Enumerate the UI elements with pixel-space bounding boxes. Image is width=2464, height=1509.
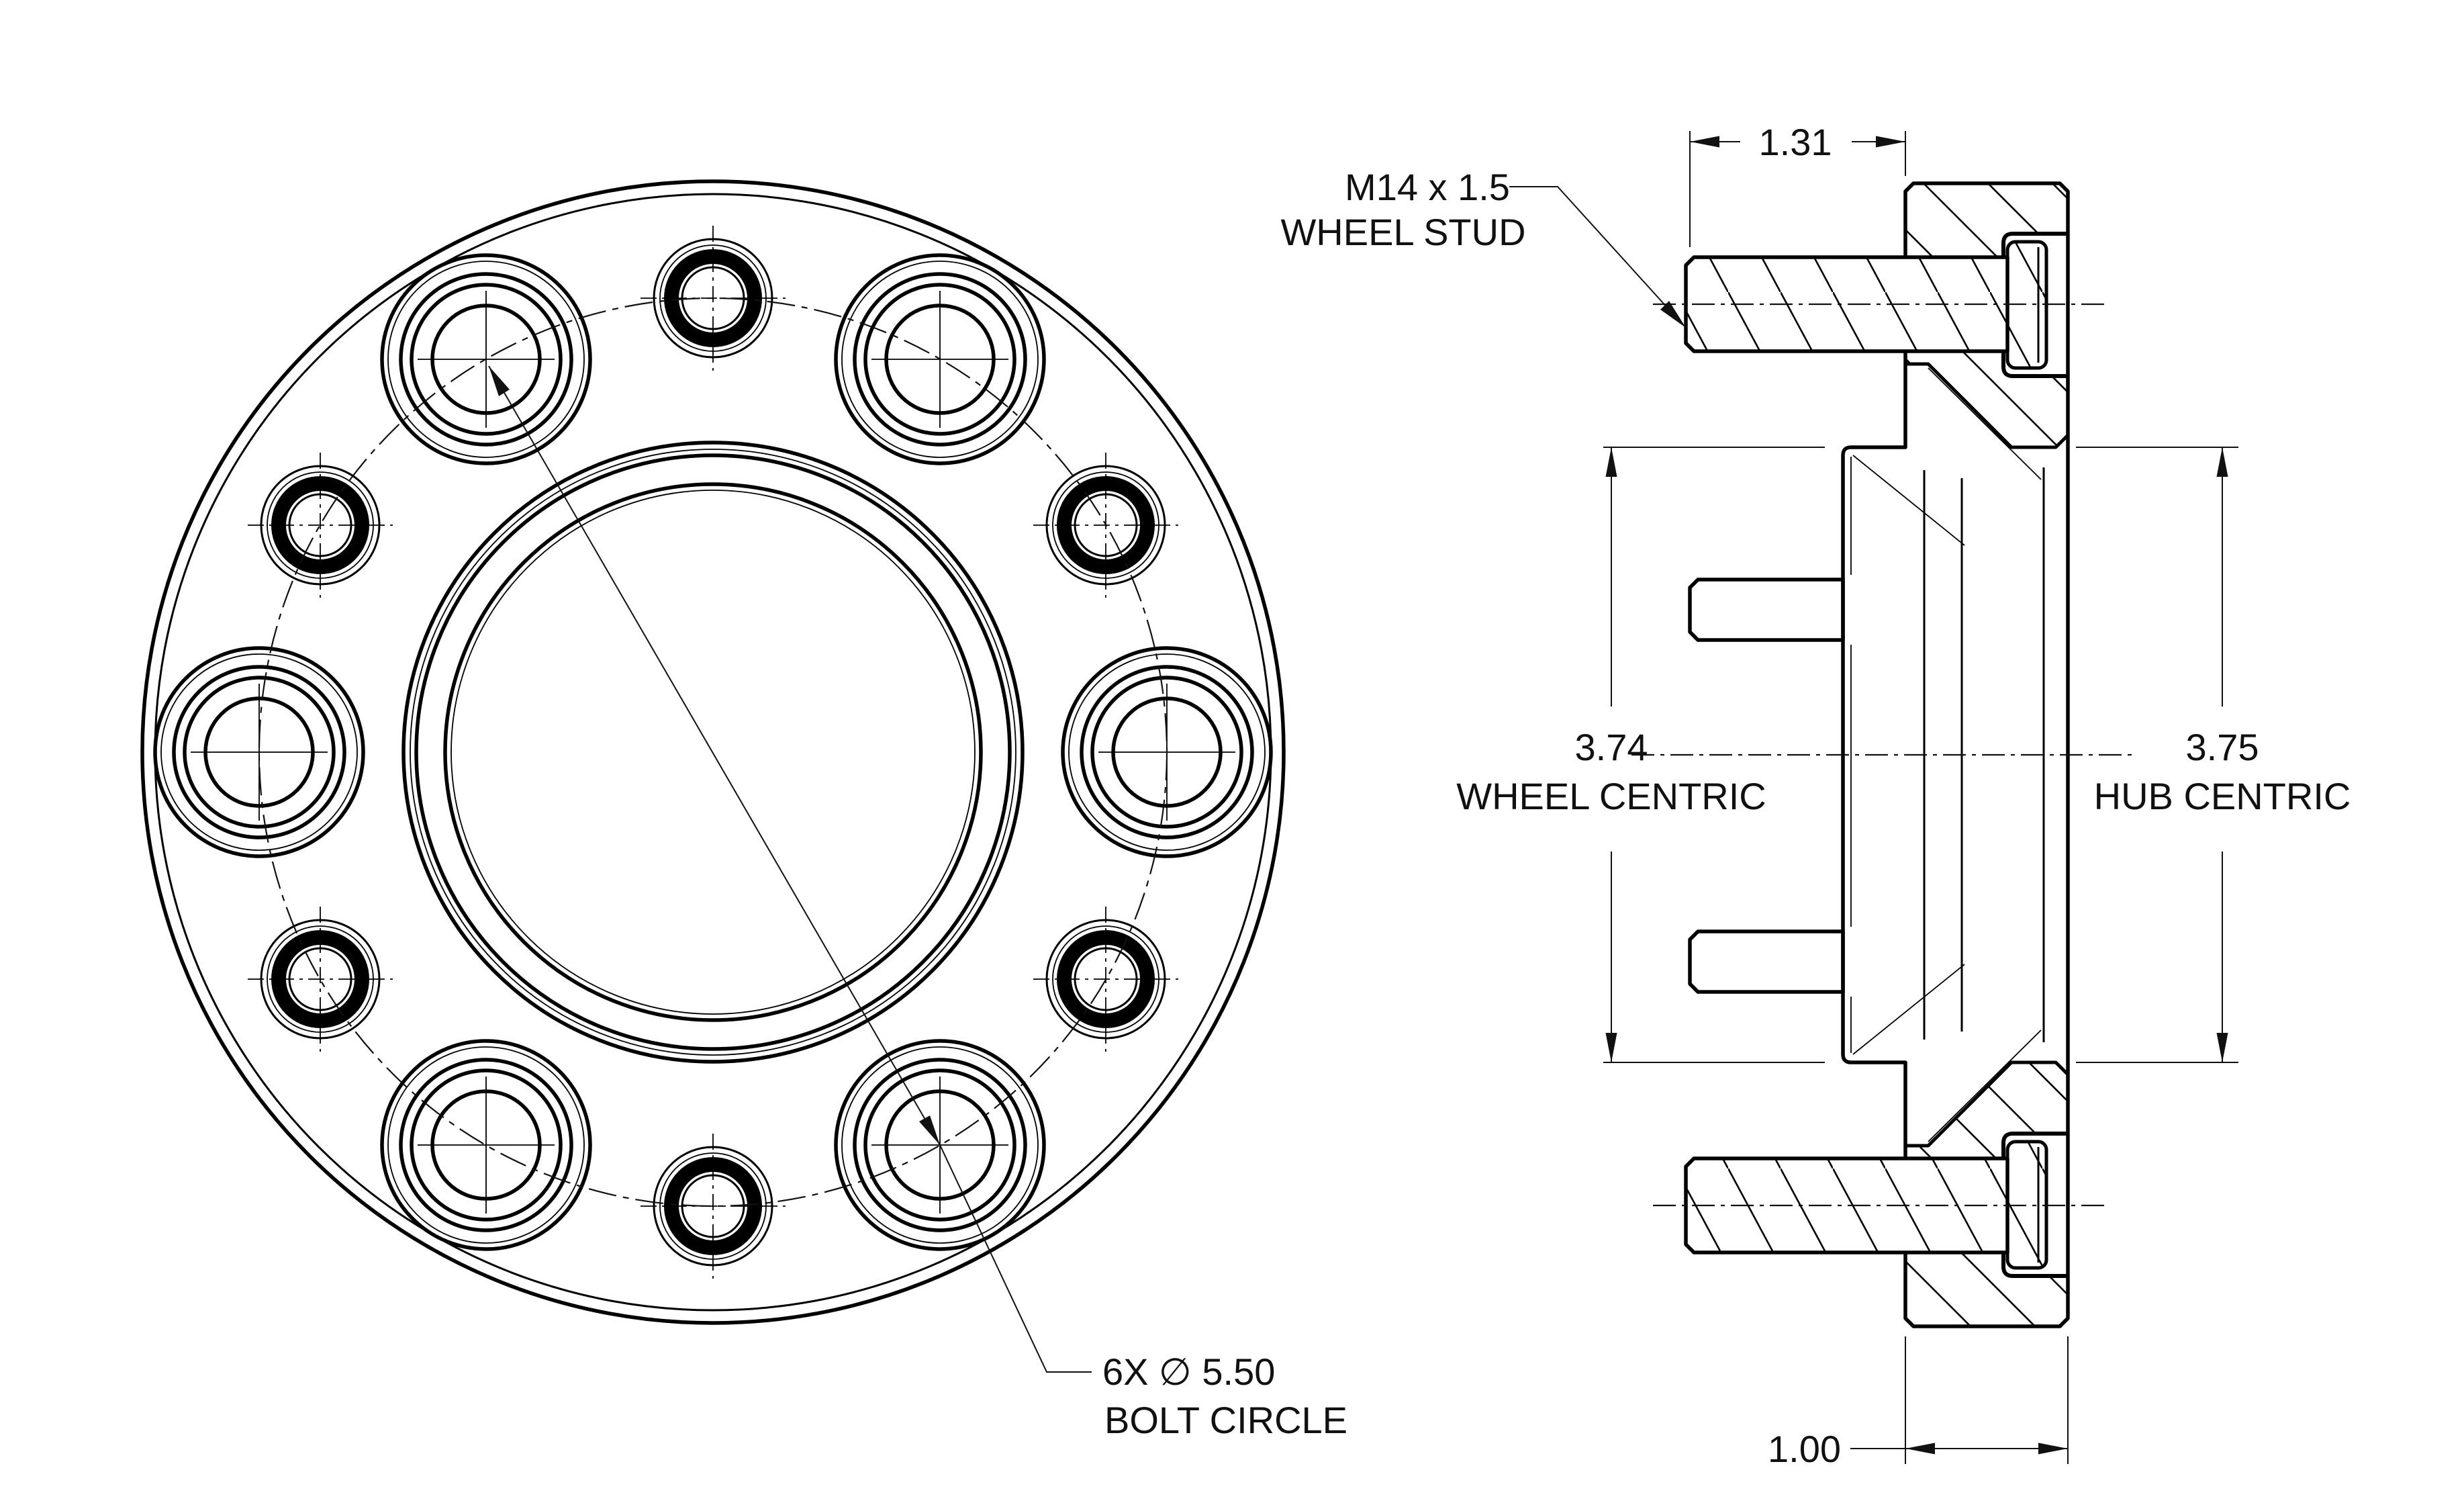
- stud-holes: [248, 226, 1178, 1279]
- bolt-circle-centerline: [258, 297, 1168, 1207]
- hub-centric-value: 3.75: [2186, 726, 2259, 768]
- stud-hole: [641, 226, 786, 371]
- plate-outline: [1841, 181, 2070, 1328]
- lug-hole: [380, 1039, 592, 1251]
- dimension-wheel-centric: 3.74 WHEEL CENTRIC: [1456, 447, 1825, 1063]
- outer-rim-circle: [140, 179, 1286, 1325]
- wheel-stud-bottom: [1684, 1156, 2009, 1254]
- stud-head-top: [2005, 240, 2048, 370]
- stud-head-bottom: [2005, 1140, 2048, 1270]
- bolt-circle-label-text: BOLT CIRCLE: [1104, 1399, 1347, 1441]
- dimension-protrusion: 1.31: [1689, 121, 1906, 247]
- center-bore: [401, 441, 1025, 1064]
- front-view: 6X ∅ 5.50 BOLT CIRCLE: [140, 179, 1347, 1441]
- stud-hole: [1033, 907, 1178, 1052]
- wheel-centric-label: WHEEL CENTRIC: [1456, 775, 1766, 817]
- stud-callout: M14 x 1.5 WHEEL STUD: [1280, 166, 1686, 328]
- dim-protrusion-value: 1.31: [1759, 121, 1832, 163]
- stud-hole: [641, 1134, 786, 1279]
- bolt-circle-leader: 6X ∅ 5.50 BOLT CIRCLE: [488, 365, 1347, 1441]
- leader-arrowhead: [919, 1115, 940, 1145]
- lug-holes: [153, 253, 1273, 1251]
- stud-label-spec: M14 x 1.5: [1345, 166, 1510, 208]
- bolt-circle-label-value: 6X ∅ 5.50: [1102, 1351, 1275, 1393]
- centerlines: [1631, 303, 2135, 1207]
- wheel-stud-top: [1684, 255, 2009, 353]
- lug-hole: [834, 1039, 1046, 1251]
- hub-centric-label: HUB CENTRIC: [2094, 775, 2351, 817]
- rear-stud-upper: [1688, 578, 1845, 642]
- dim-thickness-value: 1.00: [1768, 1428, 1841, 1470]
- stud-label-name: WHEEL STUD: [1280, 211, 1525, 253]
- lug-hole: [380, 253, 592, 465]
- stud-hole: [248, 453, 393, 598]
- rear-stud-lower: [1688, 929, 1845, 994]
- wheel-centric-value: 3.74: [1575, 726, 1648, 768]
- leader-arrowhead: [489, 366, 510, 396]
- side-view: 1.31 M14 x 1.5 WHEEL STUD 3.74 WHEEL CEN…: [1280, 121, 2351, 1470]
- lug-hole: [153, 646, 365, 858]
- dimension-hub-centric: 3.75 HUB CENTRIC: [2076, 447, 2351, 1063]
- dimension-thickness: 1.00: [1768, 1336, 2069, 1470]
- stud-hole: [248, 907, 393, 1052]
